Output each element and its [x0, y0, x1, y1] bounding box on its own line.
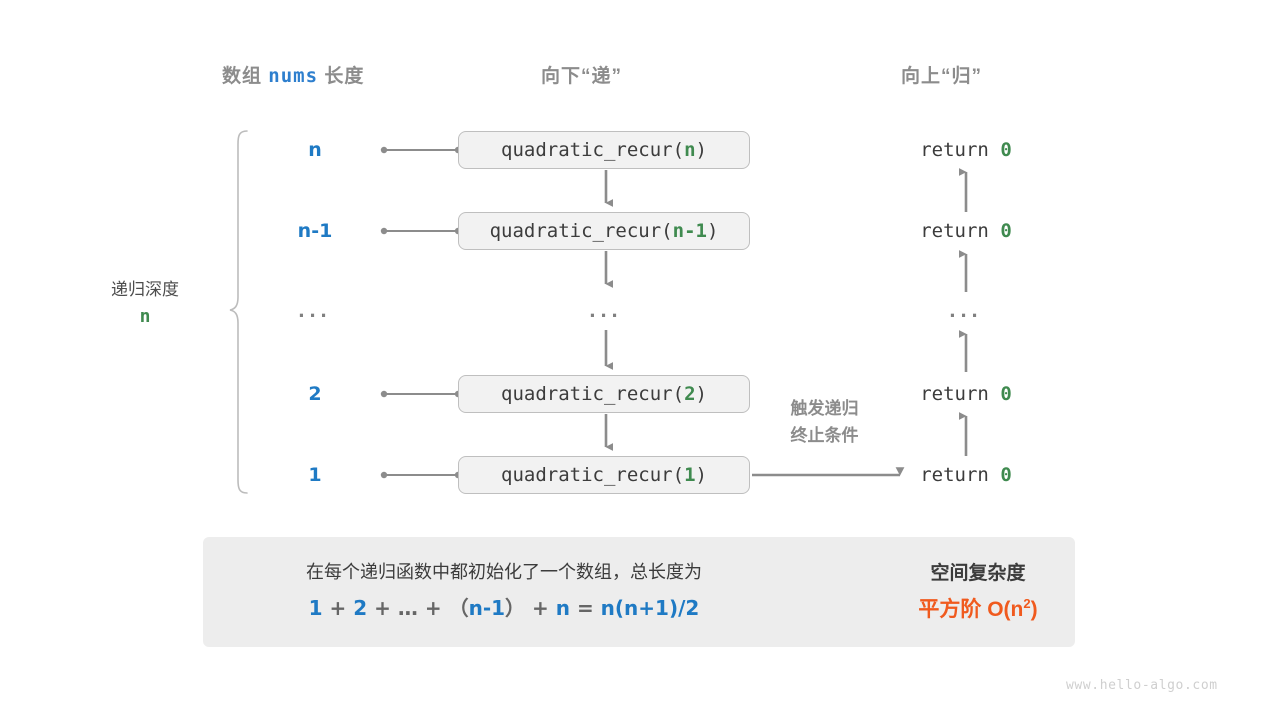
formula-term-5: n [555, 595, 570, 620]
formula-term-3: … [397, 595, 418, 620]
header-left-post: 长度 [318, 66, 365, 87]
call-box-suffix: ) [695, 139, 707, 161]
complexity-exponent: 2 [1023, 595, 1031, 611]
row-connector-lines [384, 149, 458, 476]
call-box-arg: n [684, 139, 696, 161]
return-label-n: return 0 [866, 139, 1066, 161]
formula-op-3: + （ [417, 595, 469, 620]
call-ellipsis: ... [589, 297, 623, 322]
call-box-suffix: ) [695, 464, 707, 486]
return-value: 0 [1000, 383, 1012, 405]
formula-term-1: 1 [308, 595, 323, 620]
call-box-2[interactable]: quadratic_recur(2) [458, 375, 750, 413]
return-keyword: return [920, 383, 1001, 405]
recursion-depth-value: n [139, 306, 151, 328]
call-box-prefix: quadratic_recur( [501, 383, 685, 405]
header-left-column: 数组 nums 长度 [222, 61, 364, 88]
complexity-title: 空间复杂度 [930, 562, 1026, 584]
call-box-1[interactable]: quadratic_recur(1) [458, 456, 750, 494]
depth-brace [229, 130, 248, 494]
complexity-value-tail: ) [1030, 597, 1038, 621]
recursion-depth-label: 递归深度 n [60, 277, 230, 331]
formula-term-4: n-1 [468, 595, 506, 620]
summary-right: 空间复杂度 平方阶 O(n2) [881, 556, 1075, 629]
call-box-n-minus-1[interactable]: quadratic_recur(n-1) [458, 212, 750, 250]
call-box-arg: n-1 [672, 220, 707, 242]
header-left-code: nums [268, 65, 319, 87]
call-box-arg: 2 [684, 383, 696, 405]
summary-left: 在每个递归函数中都初始化了一个数组，总长度为 1 + 2 + … + （n-1）… [203, 557, 795, 627]
formula-op-2: + [367, 595, 398, 620]
formula-op-5: = [569, 595, 601, 620]
complexity-value: 平方阶 O(n2) [881, 591, 1075, 629]
call-box-prefix: quadratic_recur( [501, 464, 685, 486]
row-depth-ellipsis: ... [298, 297, 332, 322]
return-ellipsis: ... [949, 297, 983, 322]
call-box-prefix: quadratic_recur( [489, 220, 673, 242]
watermark: www.hello-algo.com [1066, 678, 1218, 693]
return-label-1: return 0 [866, 464, 1066, 486]
base-case-note: 触发递归 终止条件 [752, 395, 897, 449]
summary-formula: 1 + 2 + … + （n-1） + n = n(n+1)/2 [213, 589, 795, 627]
row-depth-value: n [308, 139, 322, 161]
summary-panel: 在每个递归函数中都初始化了一个数组，总长度为 1 + 2 + … + （n-1）… [203, 537, 1075, 647]
row-depth-value: n-1 [297, 220, 333, 242]
formula-term-2: 2 [353, 595, 368, 620]
call-box-prefix: quadratic_recur( [501, 139, 685, 161]
header-right-column: 向上“归” [901, 66, 983, 87]
formula-op-4: ） + [505, 595, 556, 620]
header-middle-column: 向下“递” [541, 66, 623, 87]
complexity-value-main: 平方阶 O(n [918, 597, 1024, 621]
return-value: 0 [1000, 139, 1012, 161]
row-depth-value: 1 [308, 464, 322, 486]
row-depth-value: 2 [308, 383, 322, 405]
return-value: 0 [1000, 464, 1012, 486]
return-label-2: return 0 [866, 383, 1066, 405]
formula-op-1: + [322, 595, 354, 620]
base-case-note-line1: 触发递归 [790, 399, 859, 418]
return-keyword: return [920, 464, 1001, 486]
return-keyword: return [920, 139, 1001, 161]
summary-text: 在每个递归函数中都初始化了一个数组，总长度为 [306, 562, 702, 583]
header-left-pre: 数组 [222, 66, 269, 87]
call-box-arg: 1 [684, 464, 696, 486]
return-keyword: return [920, 220, 1001, 242]
call-box-n[interactable]: quadratic_recur(n) [458, 131, 750, 169]
return-label-n-minus-1: return 0 [866, 220, 1066, 242]
base-case-note-line2: 终止条件 [790, 426, 859, 446]
recursion-depth-title: 递归深度 [111, 280, 179, 299]
call-box-suffix: ) [706, 220, 719, 242]
formula-term-6: n(n+1)/2 [600, 595, 700, 620]
return-value: 0 [1000, 220, 1012, 242]
call-box-suffix: ) [695, 383, 707, 405]
